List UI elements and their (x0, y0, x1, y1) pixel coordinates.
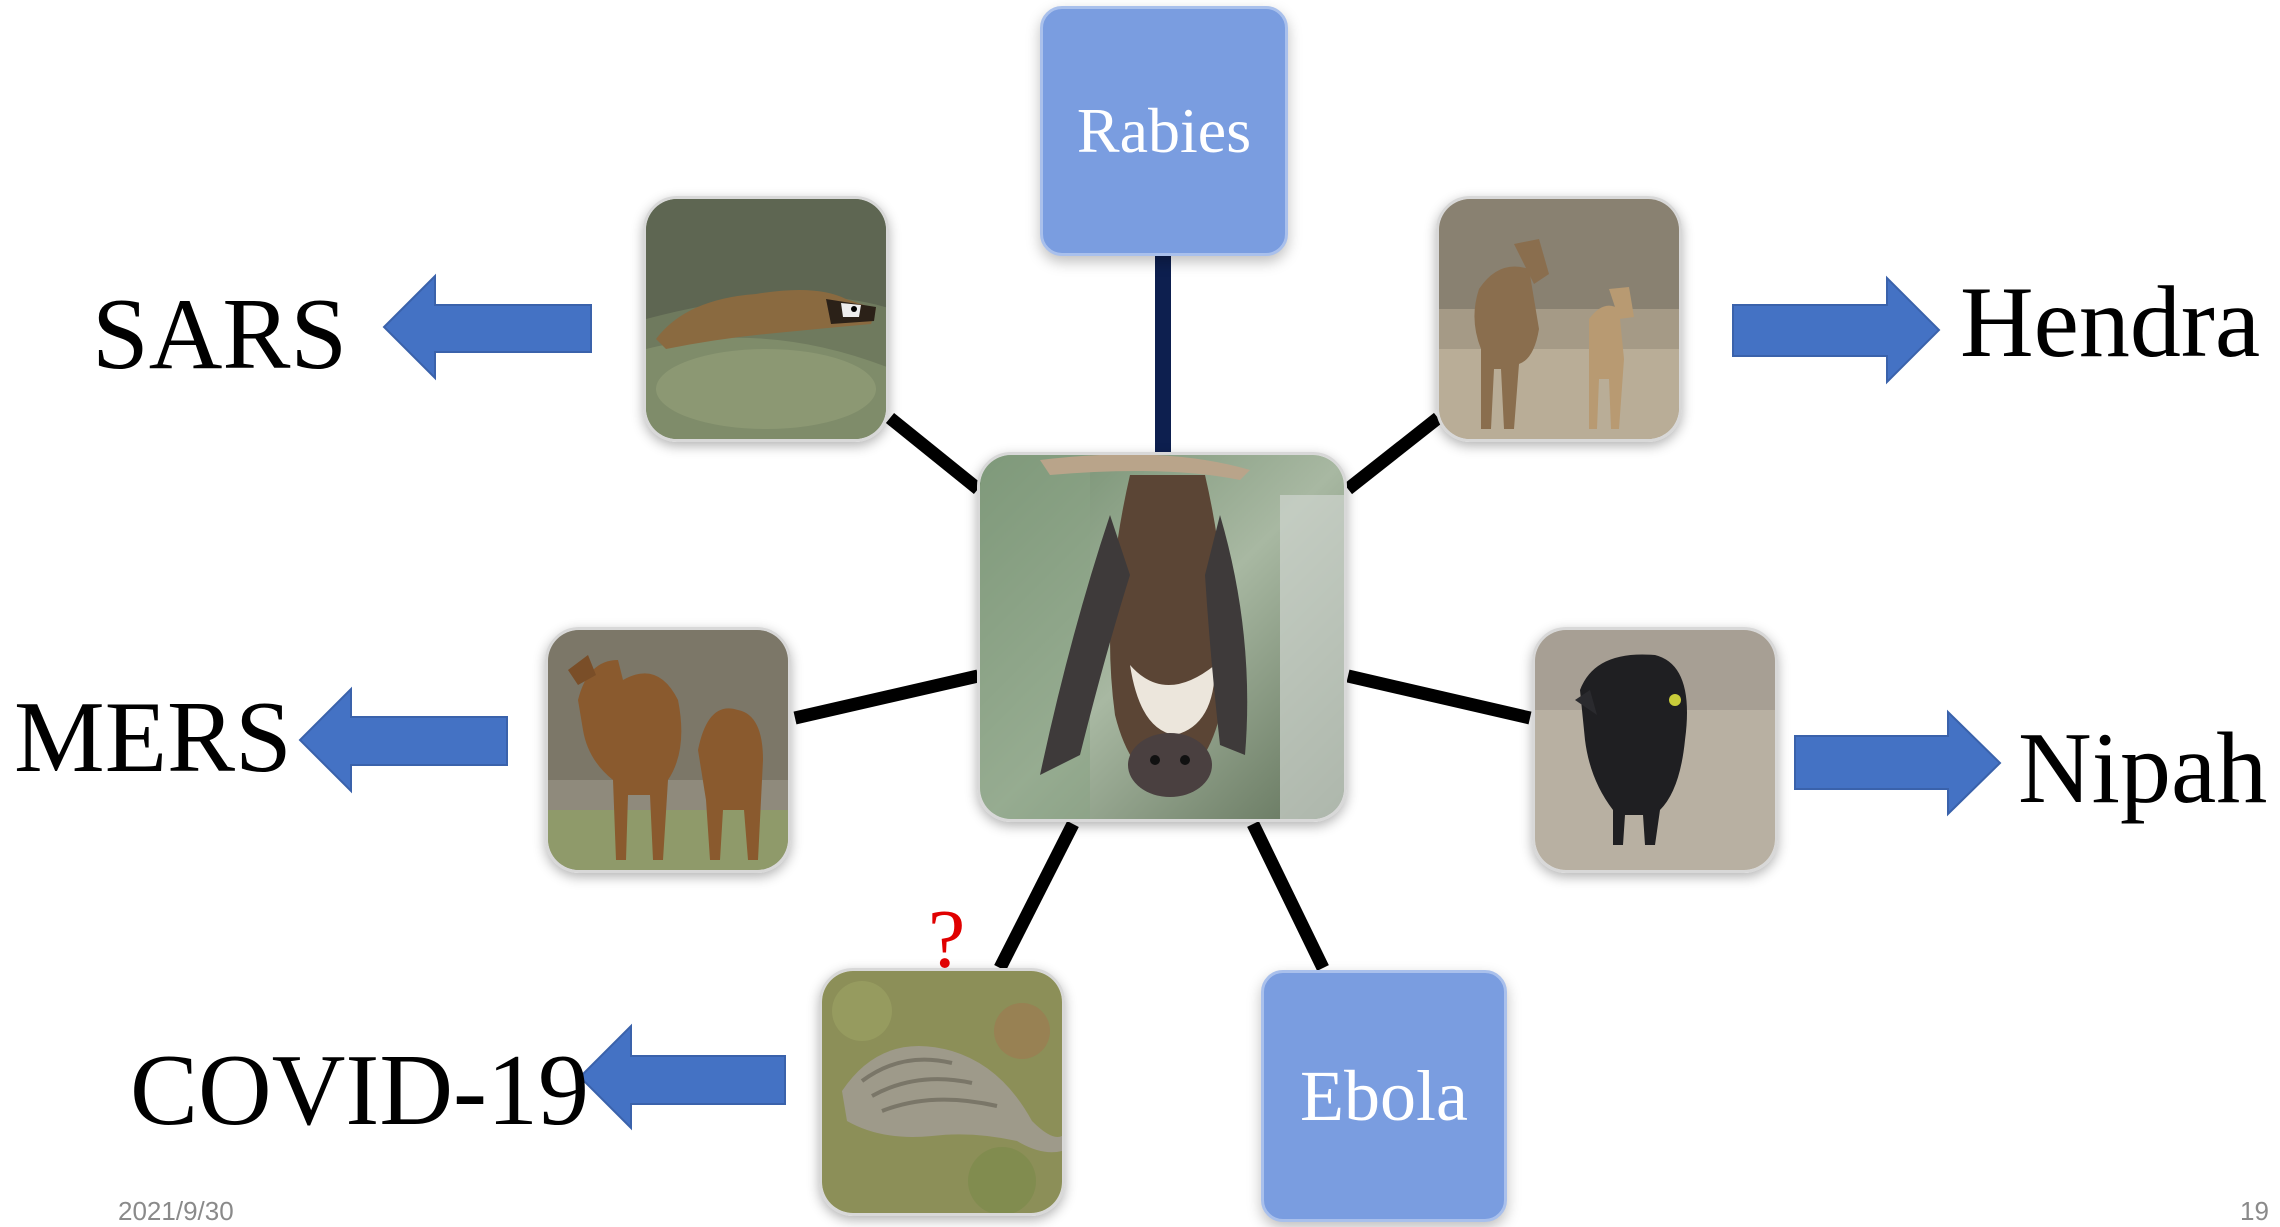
camel-photo (545, 627, 791, 873)
pangolin-photo (819, 968, 1065, 1216)
ebola-box: Ebola (1261, 970, 1507, 1222)
arrow-left-sars (382, 273, 592, 381)
arrow-left-mers (298, 686, 508, 794)
arrow-right-nipah (1794, 709, 2002, 817)
hendra-label: Hendra (1960, 266, 2261, 379)
rabies-label: Rabies (1076, 95, 1252, 166)
connector-horse (1343, 412, 1443, 495)
mers-label: MERS (14, 681, 292, 794)
connector-civet (885, 412, 983, 495)
question-mark: ? (928, 893, 966, 986)
pig-photo (1532, 627, 1778, 873)
connector-pangolin (994, 821, 1079, 971)
connector-camel (793, 669, 980, 725)
connector-ebola (1247, 821, 1329, 971)
connector-pig (1346, 669, 1532, 725)
slide-date: 2021/9/30 (118, 1196, 234, 1226)
sars-label: SARS (92, 278, 348, 391)
nipah-label: Nipah (2018, 712, 2268, 825)
rabies-box: Rabies (1040, 6, 1288, 256)
bat-photo (977, 452, 1347, 822)
covid-label: COVID-19 (130, 1034, 589, 1147)
arrow-left-covid (578, 1023, 786, 1131)
civet-photo (643, 196, 889, 442)
ebola-label: Ebola (1300, 1055, 1468, 1136)
horse-photo (1436, 196, 1682, 442)
arrow-right-hendra (1732, 275, 1941, 385)
slide-number: 19 (2240, 1196, 2269, 1226)
